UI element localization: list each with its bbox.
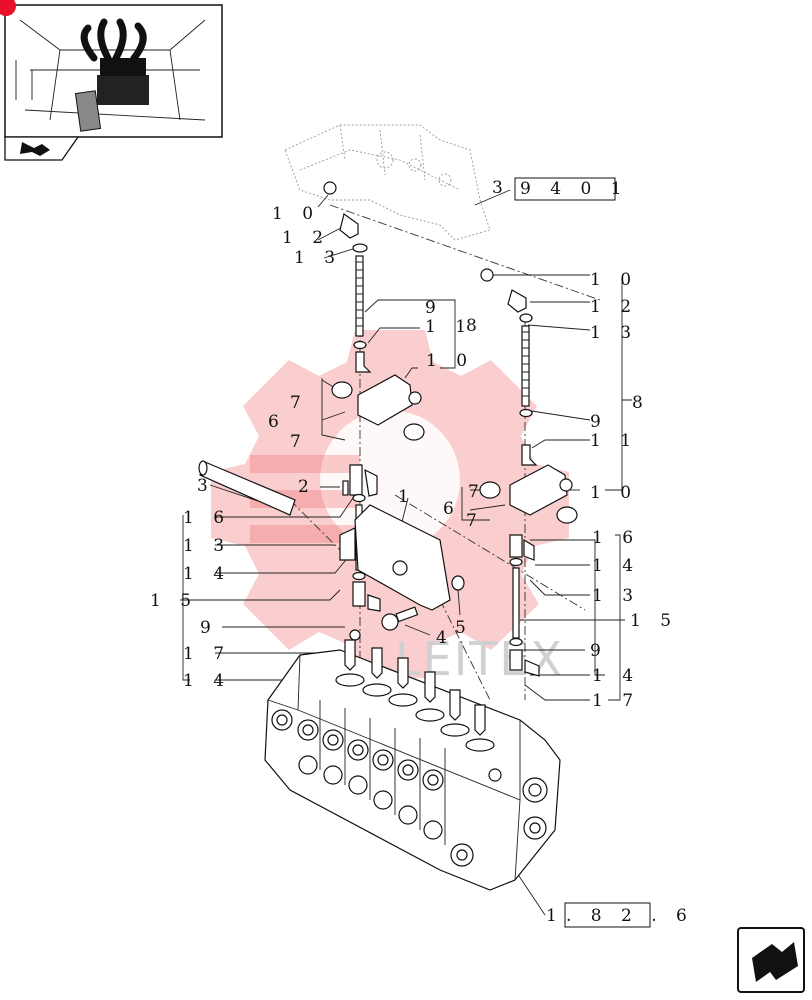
pin-3[interactable] [198,460,296,516]
label-10-d: 1 0 [590,483,638,503]
label-12-b: 1 2 [590,297,638,317]
label-7-a: 7 [290,393,308,413]
label-10-c: 1 0 [426,351,474,371]
label-9-c: 9 [200,618,218,638]
next-page-button[interactable] [737,927,805,993]
label-13-a: 1 3 [294,248,342,268]
clevis-16-left [349,464,363,496]
label-7-c: 7 [468,482,486,502]
label-16-a: 1 6 [183,508,231,528]
label-2: 2 [298,477,316,497]
ref-box-bottom-text: . 8 2 . 6 [566,906,694,926]
label-13-c: 1 3 [183,536,231,556]
washer-9-left [353,340,367,350]
label-17-b: 1 7 [592,691,640,711]
label-9-a: 9 [425,298,443,318]
label-17-a: 1 7 [183,644,231,664]
label-11-a: 1 1 [425,317,473,337]
nut-10-left [323,181,337,195]
label-10-b: 1 0 [590,270,638,290]
control-valve-block[interactable] [264,639,561,891]
elbow-12-left [339,212,359,239]
callout-labels: 1 0 1 2 1 3 1 0 1 2 1 3 9 1 1 8 1 0 8 7 … [150,204,678,711]
label-9-b: 9 [590,412,608,432]
cab-thumbnail[interactable] [0,0,223,138]
gear-watermark [211,330,569,678]
bolt-4[interactable] [381,606,419,631]
ref-prefix-top: 3 [492,178,510,198]
label-6-b: 6 [443,499,461,519]
label-1: 1 [398,487,416,507]
next-arrow-icon [752,942,798,982]
bush-7b-left [403,423,425,441]
label-14-a: 1 4 [183,564,231,584]
label-5: 5 [455,618,473,638]
label-4: 4 [436,628,454,648]
label-7-b: 7 [290,432,308,452]
nav-back-tab[interactable] [4,136,80,161]
right-rod-assembly[interactable] [479,268,578,677]
label-7-d: 7 [466,511,484,531]
label-14-c: 1 4 [183,671,231,691]
label-14-b: 1 4 [592,556,640,576]
lever-6-left [357,374,413,426]
label-6-a: 6 [268,412,286,432]
washer-13-left [352,243,368,253]
fitting-11-left [355,351,372,373]
label-10-a: 1 0 [272,204,320,224]
ref-box-top[interactable] [514,177,616,201]
watermark-text: LEITEX [395,632,564,686]
label-13-d: 1 3 [592,586,640,606]
label-16-b: 1 6 [592,528,640,548]
label-15-a: 1 5 [150,591,198,611]
clevis-17-left [352,581,366,607]
arrow-icon [20,142,50,156]
label-9-d: 9 [590,641,608,661]
label-14-d: 1 4 [592,666,640,686]
label-12-a: 1 2 [282,228,330,248]
bracket-plate[interactable] [339,504,451,611]
label-13-b: 1 3 [590,323,638,343]
nut-5[interactable] [451,575,465,591]
ref-box-bottom[interactable] [564,902,651,928]
label-8-b: 8 [632,393,650,413]
label-3: 3 [197,476,215,496]
ghost-assembly [284,124,491,241]
label-8-a: 8 [466,316,484,336]
label-15-b: 1 5 [630,611,678,631]
ref-box-top-text: 9 4 0 1 [520,179,628,199]
rod-8-left [355,255,364,337]
label-11-b: 1 1 [590,431,638,451]
ref-prefix-bottom: 1 [546,906,564,926]
bush-7a-left [331,381,353,399]
